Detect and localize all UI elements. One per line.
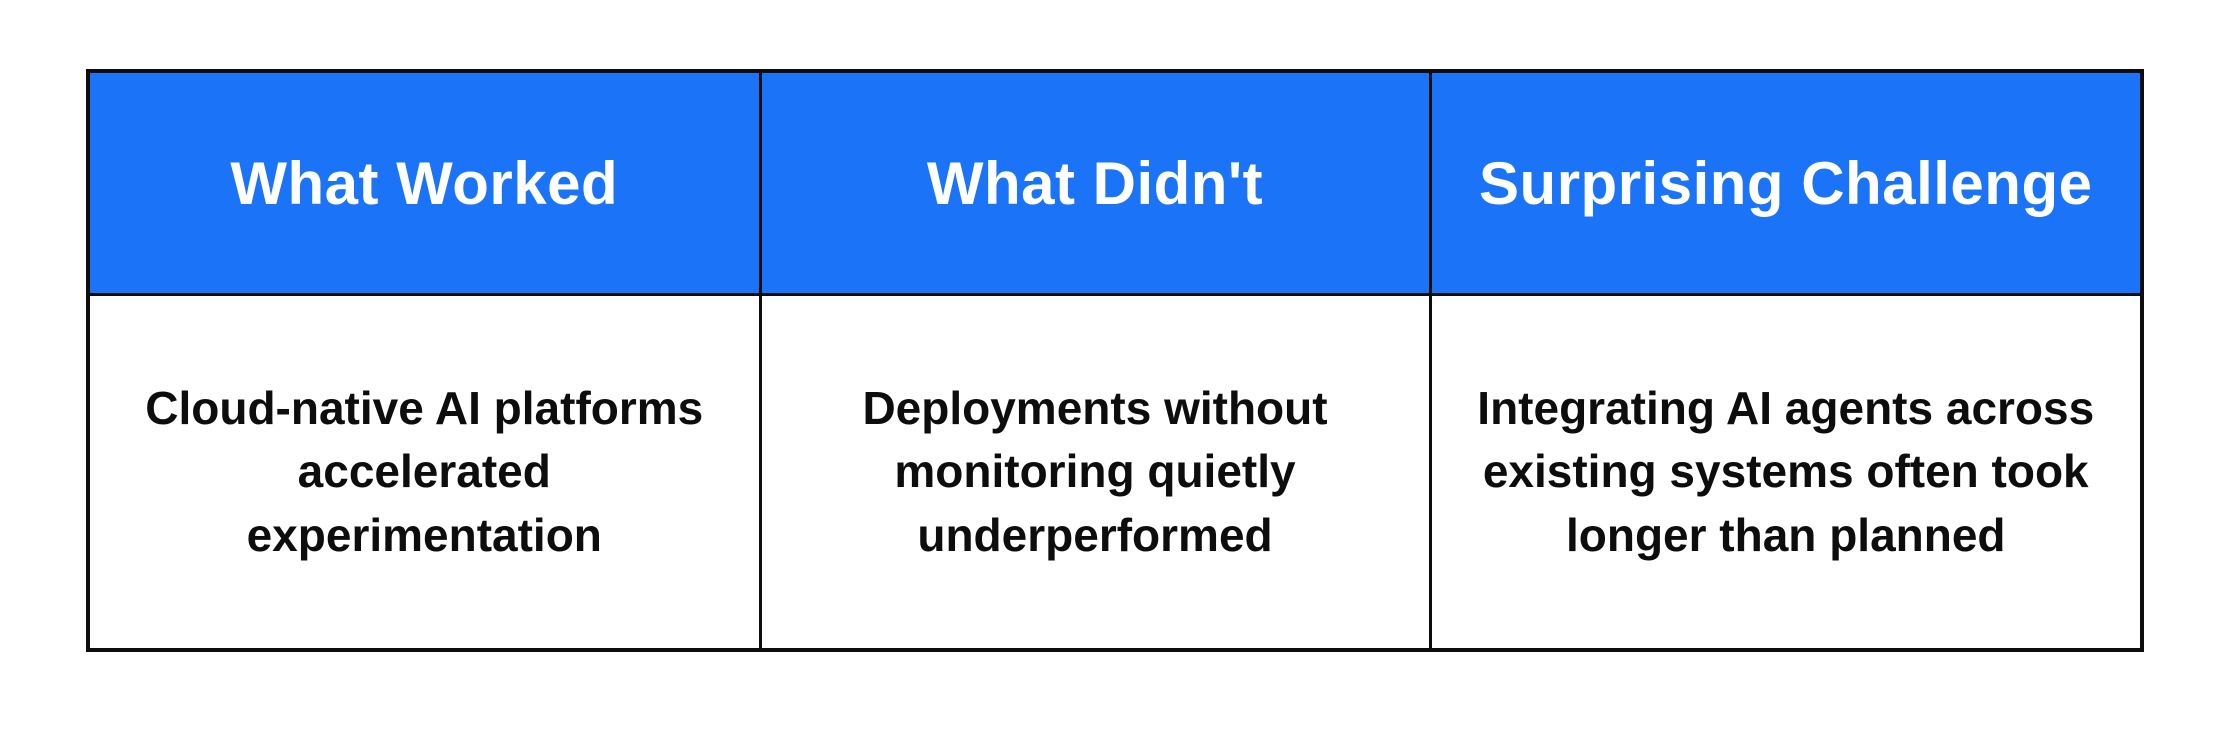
body-cell-surprising-challenge: Integrating AI agents across existing sy… xyxy=(1428,293,2144,652)
body-cell-what-didnt: Deployments without monitoring quietly u… xyxy=(758,293,1432,652)
comparison-table: What Worked What Didn't Surprising Chall… xyxy=(86,69,2144,652)
table-body: Cloud-native AI platforms accelerated ex… xyxy=(86,293,2144,652)
header-cell-what-didnt: What Didn't xyxy=(758,69,1432,296)
body-cell-what-worked: Cloud-native AI platforms accelerated ex… xyxy=(86,293,762,652)
header-cell-what-worked: What Worked xyxy=(86,69,762,296)
header-cell-surprising-challenge: Surprising Challenge xyxy=(1428,69,2144,296)
table-header-row: What Worked What Didn't Surprising Chall… xyxy=(86,69,2144,296)
table-row: Cloud-native AI platforms accelerated ex… xyxy=(86,293,2144,652)
